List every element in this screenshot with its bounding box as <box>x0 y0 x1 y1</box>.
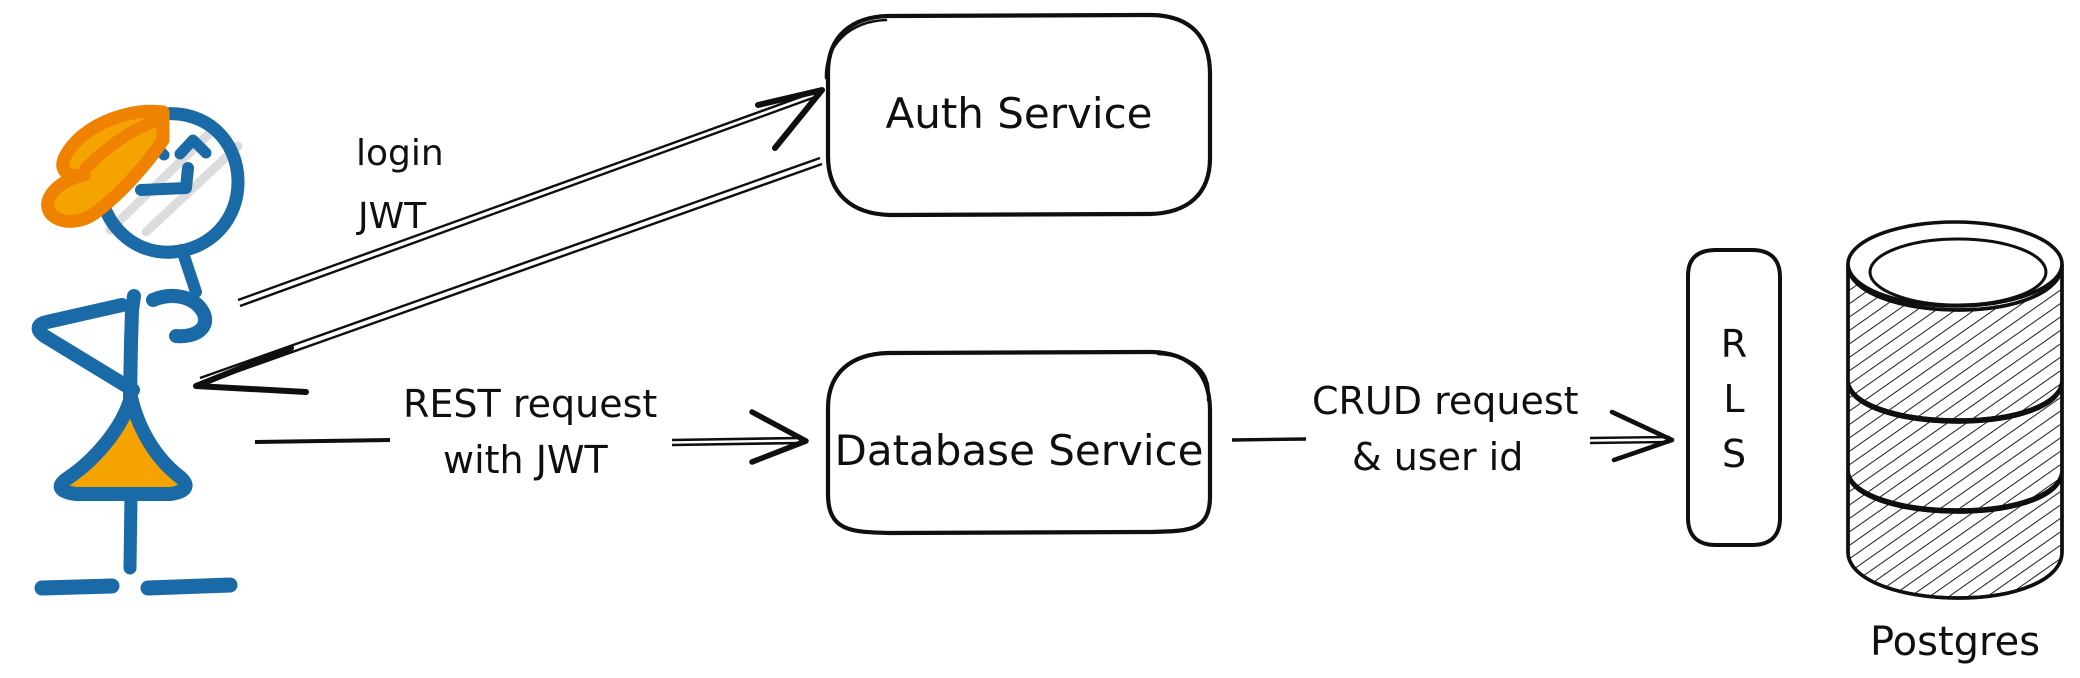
rest-arrowhead <box>749 409 809 465</box>
crud-label-line-1: CRUD request <box>1312 379 1579 423</box>
rls-label-char-r: R <box>1721 322 1747 366</box>
crud-line-right-double <box>1589 440 1671 445</box>
database-service-box[interactable] <box>825 349 1213 536</box>
rest-label-line-1: REST request <box>403 382 657 426</box>
login-line <box>237 88 821 302</box>
postgres-top-rim-inner <box>1868 237 2048 307</box>
crud-line-right <box>1589 435 1671 440</box>
jwt-line <box>199 156 821 380</box>
jwt-label: JWT <box>356 196 427 237</box>
login-label: login <box>356 133 444 174</box>
hair-bow <box>41 104 170 228</box>
edge-login: login <box>237 87 825 308</box>
node-database-service[interactable]: Database Service <box>825 349 1213 536</box>
right-arm <box>146 289 212 344</box>
leg <box>123 488 138 575</box>
node-auth-service[interactable]: Auth Service <box>824 12 1213 218</box>
hair-bow-knot <box>80 114 166 174</box>
user-stick-figure <box>31 104 245 596</box>
crud-line-left <box>1231 437 1307 442</box>
rest-line-right <box>671 436 801 442</box>
node-rls[interactable]: R L S <box>1686 248 1782 547</box>
postgres-segment-top-outline <box>1846 263 2064 422</box>
database-service-box-sketch <box>1156 352 1210 402</box>
neck <box>176 244 202 298</box>
rest-line-left <box>254 438 391 444</box>
auth-service-label: Auth Service <box>885 89 1152 138</box>
rls-box[interactable] <box>1686 248 1782 547</box>
jwt-line-double <box>201 162 823 386</box>
crud-label-line-2: & user id <box>1352 435 1523 479</box>
dress <box>53 390 193 501</box>
node-postgres[interactable]: Postgres <box>1840 220 2076 665</box>
edge-crud-request: CRUD request & user id <box>1231 379 1675 479</box>
rls-label-char-s: S <box>1722 432 1746 476</box>
auth-service-box-sketch <box>824 18 888 80</box>
edge-jwt: JWT <box>193 156 823 395</box>
postgres-caption: Postgres <box>1870 619 2040 665</box>
torso <box>123 289 141 403</box>
database-service-label: Database Service <box>835 426 1204 475</box>
login-line-double <box>239 94 819 308</box>
rest-line-right-double <box>671 441 801 447</box>
left-arm <box>31 298 140 397</box>
rls-label-char-l: L <box>1723 377 1744 421</box>
auth-service-box[interactable] <box>825 12 1213 218</box>
mouth <box>135 162 194 196</box>
jwt-arrowhead <box>193 345 309 395</box>
feet <box>34 577 238 596</box>
login-arrowhead <box>755 87 825 151</box>
edge-rest-request: REST request with JWT <box>254 382 809 482</box>
crud-arrowhead <box>1609 409 1675 463</box>
rest-label-line-2: with JWT <box>443 438 608 482</box>
